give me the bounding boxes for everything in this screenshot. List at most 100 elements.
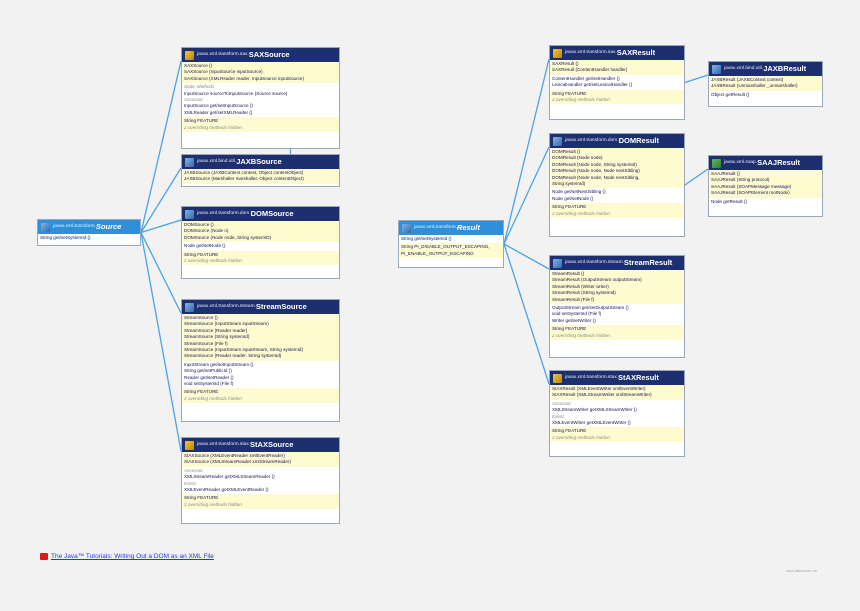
member-row[interactable]: DOMSource (Node n) <box>184 228 229 234</box>
member-row[interactable]: StAXSource (XMLEventReader xmlEventReade… <box>184 453 285 458</box>
class-header[interactable]: javax.xml.transform.stax.StAXResult <box>550 371 684 385</box>
class-header[interactable]: javax.xml.transform.dom.DOMSource <box>182 207 339 221</box>
class-header[interactable]: javax.xml.transform.stax.StAXSource <box>182 438 339 452</box>
member-row[interactable]: String PI_DISABLE_OUTPUT_ESCAPING, <box>401 244 490 250</box>
class-header[interactable]: javax.xml.bind.util.JAXBResult <box>709 62 822 76</box>
member-row[interactable]: XMLStreamWriter getXMLStreamWriter () <box>552 407 637 413</box>
inheritance-edge <box>140 167 182 233</box>
member-row[interactable]: DOMResult (Node node) <box>552 155 603 161</box>
member-row[interactable]: String FEATURE <box>552 326 587 332</box>
member-row[interactable]: StreamSource (Reader reader) <box>184 327 248 333</box>
member-row[interactable]: XMLStreamReader getXMLStreamReader () <box>184 474 275 480</box>
member-row[interactable]: StreamSource (InputStream inputStream) <box>184 321 269 327</box>
member-row[interactable]: SAXSource (InputSource inputSource) <box>184 69 263 75</box>
member-row[interactable]: StreamSource (Reader reader, String syst… <box>184 353 282 359</box>
member-row[interactable]: String FEATURE <box>184 251 219 257</box>
member-row[interactable]: StreamSource () <box>184 315 218 320</box>
member-row[interactable]: DOMResult (Node node, Node nextSibling, <box>552 174 640 180</box>
member-row[interactable]: String FEATURE <box>552 428 587 434</box>
class-header[interactable]: javax.xml.transform.stream.StreamResult <box>550 256 684 270</box>
member-row[interactable]: JAXBSource (JAXBContext context, Object … <box>184 170 304 175</box>
member-row[interactable]: JAXBSource (Marshaller marshaller, Objec… <box>184 176 304 182</box>
member-row[interactable]: void setSystemId (File f) <box>552 311 602 317</box>
member-row[interactable]: XMLReader get/setXMLReader () <box>184 109 253 115</box>
member-row[interactable]: Node get/setNode () <box>184 243 226 249</box>
tutorial-link[interactable]: The Java™ Tutorials: Writing Out a DOM a… <box>40 553 214 560</box>
member-row[interactable]: OutputStream get/setOutputStream () <box>552 305 629 311</box>
member-row[interactable]: SAAJResult (String protocol) <box>711 177 770 183</box>
member-row[interactable]: SAXResult (ContentHandler handler) <box>552 67 628 73</box>
tutorial-link-text[interactable]: The Java™ Tutorials: Writing Out a DOM a… <box>51 553 214 560</box>
member-row[interactable]: StreamResult (String systemId) <box>552 290 616 296</box>
member-row[interactable]: String FEATURE <box>184 389 219 395</box>
member-row[interactable]: XMLEventWriter getXMLEventWriter () <box>552 420 631 426</box>
member-row[interactable]: void setSystemId (File f) <box>184 381 234 387</box>
member-row[interactable]: StAXResult (XMLStreamWriter xmlStreamWri… <box>552 392 652 398</box>
member-row[interactable]: SAXSource () <box>184 63 213 68</box>
member-row[interactable]: XMLEventReader getXMLEventReader () <box>184 487 269 493</box>
member-row[interactable]: StreamSource (File f) <box>184 340 228 346</box>
class-header[interactable]: javax.xml.soap.SAAJResult <box>709 156 822 170</box>
member-row[interactable]: SAAJResult (SOAPElement rootNode) <box>711 190 790 196</box>
member-row[interactable]: DOMResult (Node node, String systemId) <box>552 161 637 167</box>
member-row[interactable]: Node get/setNode () <box>552 195 594 201</box>
member-row[interactable]: String get/setSystemId () <box>401 236 452 241</box>
member-row[interactable]: StreamResult () <box>552 271 585 276</box>
member-row[interactable]: SAAJResult (SOAPMessage message) <box>711 183 792 189</box>
member-row[interactable]: JAXBResult (Unmarshaller _unmarshaller) <box>711 83 798 89</box>
member-row[interactable]: String systemId) <box>552 181 586 187</box>
member-row[interactable]: String get/setSystemId () <box>40 235 91 240</box>
member-row[interactable]: DOMResult (Node node, Node nextSibling) <box>552 168 640 174</box>
member-row[interactable]: String get/setPublicId () <box>184 368 232 374</box>
member-row[interactable]: String FEATURE <box>552 204 587 210</box>
class-header[interactable]: javax.xml.transform.dom.DOMResult <box>550 134 684 148</box>
member-row[interactable]: LexicalHandler get/setLexicalHandler () <box>552 82 633 88</box>
member-row[interactable]: StAXResult (XMLEventWriter xmlEventWrite… <box>552 386 646 391</box>
class-header[interactable]: javax.xml.transform.sax.SAXResult <box>550 46 684 60</box>
member-row[interactable]: SAAJResult () <box>711 171 740 176</box>
member-row[interactable]: StreamResult (Writer writer) <box>552 283 609 289</box>
member-row[interactable]: SAXResult () <box>552 61 579 66</box>
class-header[interactable]: javax.xml.transform.Result <box>399 221 503 235</box>
member-row[interactable]: StreamResult (OutputStream outputStream) <box>552 277 642 283</box>
member-row[interactable]: DOMSource () <box>184 222 214 227</box>
member-row[interactable]: String FEATURE <box>552 90 587 96</box>
class-header[interactable]: javax.xml.transform.sax.SAXSource <box>182 48 339 62</box>
member-row[interactable]: String FEATURE <box>184 495 219 501</box>
class-header[interactable]: javax.xml.bind.util.JAXBSource <box>182 155 339 169</box>
member-row[interactable]: Object getResult () <box>711 91 750 97</box>
member-row[interactable]: Writer get/setWriter () <box>552 317 596 323</box>
member-row[interactable]: StreamSource (String systemId) <box>184 334 250 340</box>
member-row[interactable]: Node getResult () <box>711 198 748 204</box>
member-row[interactable]: DOMResult () <box>552 149 581 154</box>
member-row[interactable]: StreamSource (InputStream inputStream, S… <box>184 347 303 353</box>
class-header[interactable]: javax.xml.transform.Source <box>38 220 140 234</box>
member-row[interactable]: Reader get/setReader () <box>184 374 234 380</box>
member-row[interactable]: StAXSource (XMLStreamReader xmlStreamRea… <box>184 459 291 465</box>
member-row[interactable]: PI_ENABLE_OUTPUT_ESCAPING <box>401 250 474 256</box>
member-row[interactable]: DOMSource (Node node, String systemID) <box>184 234 272 240</box>
member-row[interactable]: ContentHandler get/setHandler () <box>552 75 620 81</box>
member-row[interactable]: InputStream get/setInputStream () <box>184 361 254 367</box>
member-row[interactable]: Node get/setNextSibling () <box>552 189 606 195</box>
member-row[interactable]: InputSource sourceToInputSource (Source … <box>184 90 288 96</box>
member-row[interactable]: InputSource get/setInputSource () <box>184 103 253 109</box>
class-header[interactable]: javax.xml.transform.stream.StreamSource <box>182 300 339 314</box>
member-row[interactable]: SAXSource (XMLReader reader, InputSource… <box>184 75 305 81</box>
member-row[interactable]: JAXBResult (JAXBContext context) <box>711 77 784 82</box>
member-row[interactable]: String FEATURE <box>184 118 219 124</box>
member-row[interactable]: StreamResult (File f) <box>552 296 595 302</box>
